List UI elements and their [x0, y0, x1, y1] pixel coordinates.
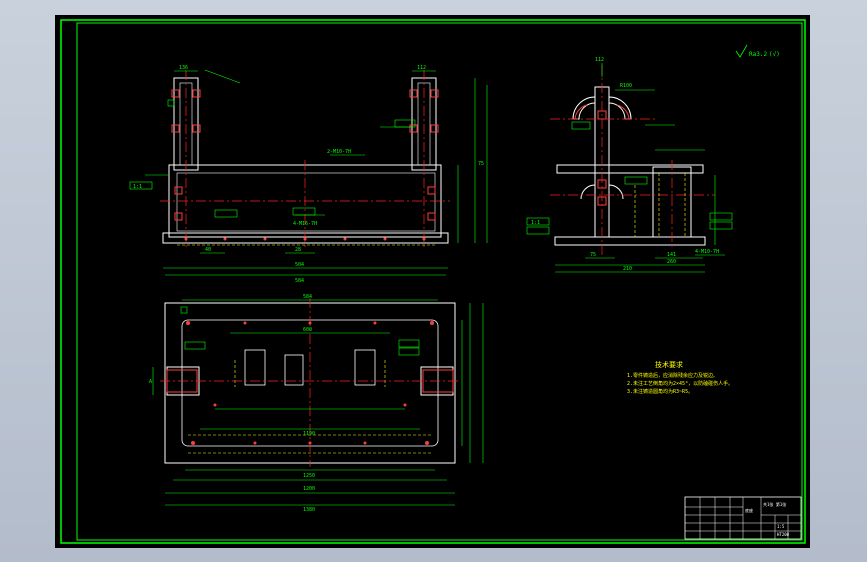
- tech-requirements: 技术要求 1.零件铸造后，应消除残余应力及锐边。 2.未注工艺倒角均为2×45°…: [627, 360, 733, 395]
- drawing-svg: Ra3.2 (√): [60, 19, 806, 544]
- svg-text:1:1: 1:1: [531, 220, 540, 226]
- svg-text:141: 141: [667, 252, 676, 258]
- title-block: 底座 共1张 第1张 HT200 1:5: [684, 496, 802, 540]
- svg-text:584: 584: [303, 294, 312, 300]
- svg-text:1380: 1380: [303, 507, 315, 513]
- svg-text:(√): (√): [769, 51, 780, 58]
- roughness-symbol: Ra3.2 (√): [735, 44, 780, 58]
- sheet-info: 共1张 第1张: [763, 501, 786, 507]
- svg-text:A: A: [149, 379, 152, 385]
- svg-text:1190: 1190: [303, 431, 315, 437]
- svg-text:75: 75: [590, 252, 596, 258]
- tech-line-1: 1.零件铸造后，应消除残余应力及锐边。: [627, 372, 718, 379]
- side-view: R100 112 1:1 75 141 260 210 4-M10-7H: [526, 57, 733, 273]
- svg-text:28: 28: [295, 247, 301, 253]
- svg-text:1200: 1200: [303, 486, 315, 492]
- tech-line-3: 3.未注铸造圆角均为R3~R5。: [627, 388, 693, 395]
- svg-text:504: 504: [295, 262, 304, 268]
- plan-view: 584 600 1190 1250 1380 1200 A: [149, 294, 484, 513]
- svg-text:584: 584: [295, 278, 304, 284]
- svg-text:R100: R100: [620, 83, 632, 89]
- svg-text:1250: 1250: [303, 473, 315, 479]
- scale: 1:5: [777, 524, 785, 529]
- front-view: 136 112 40 28 504 584 75 1:1 2-M10-7H 4-…: [129, 65, 488, 284]
- svg-text:2-M10-7H: 2-M10-7H: [327, 149, 351, 155]
- outer-border: [60, 19, 806, 544]
- svg-text:Ra3.2: Ra3.2: [749, 51, 767, 58]
- svg-text:210: 210: [623, 266, 632, 272]
- svg-text:75: 75: [478, 161, 484, 167]
- tech-line-2: 2.未注工艺倒角均为2×45°，以防磕碰伤人手。: [627, 380, 733, 387]
- svg-text:112: 112: [417, 65, 426, 71]
- svg-text:260: 260: [667, 259, 676, 265]
- svg-text:4-M10-7H: 4-M10-7H: [695, 249, 719, 255]
- svg-text:112: 112: [595, 57, 604, 63]
- inner-border: [76, 22, 803, 541]
- tech-title: 技术要求: [655, 360, 683, 369]
- svg-text:1:1: 1:1: [133, 184, 142, 190]
- part-name: 底座: [745, 507, 753, 513]
- svg-text:136: 136: [179, 65, 188, 71]
- svg-text:600: 600: [303, 327, 312, 333]
- drawing-canvas[interactable]: Ra3.2 (√): [55, 15, 810, 548]
- svg-text:4-M16-7H: 4-M16-7H: [293, 221, 317, 227]
- svg-text:40: 40: [205, 247, 211, 253]
- material: HT200: [777, 532, 790, 537]
